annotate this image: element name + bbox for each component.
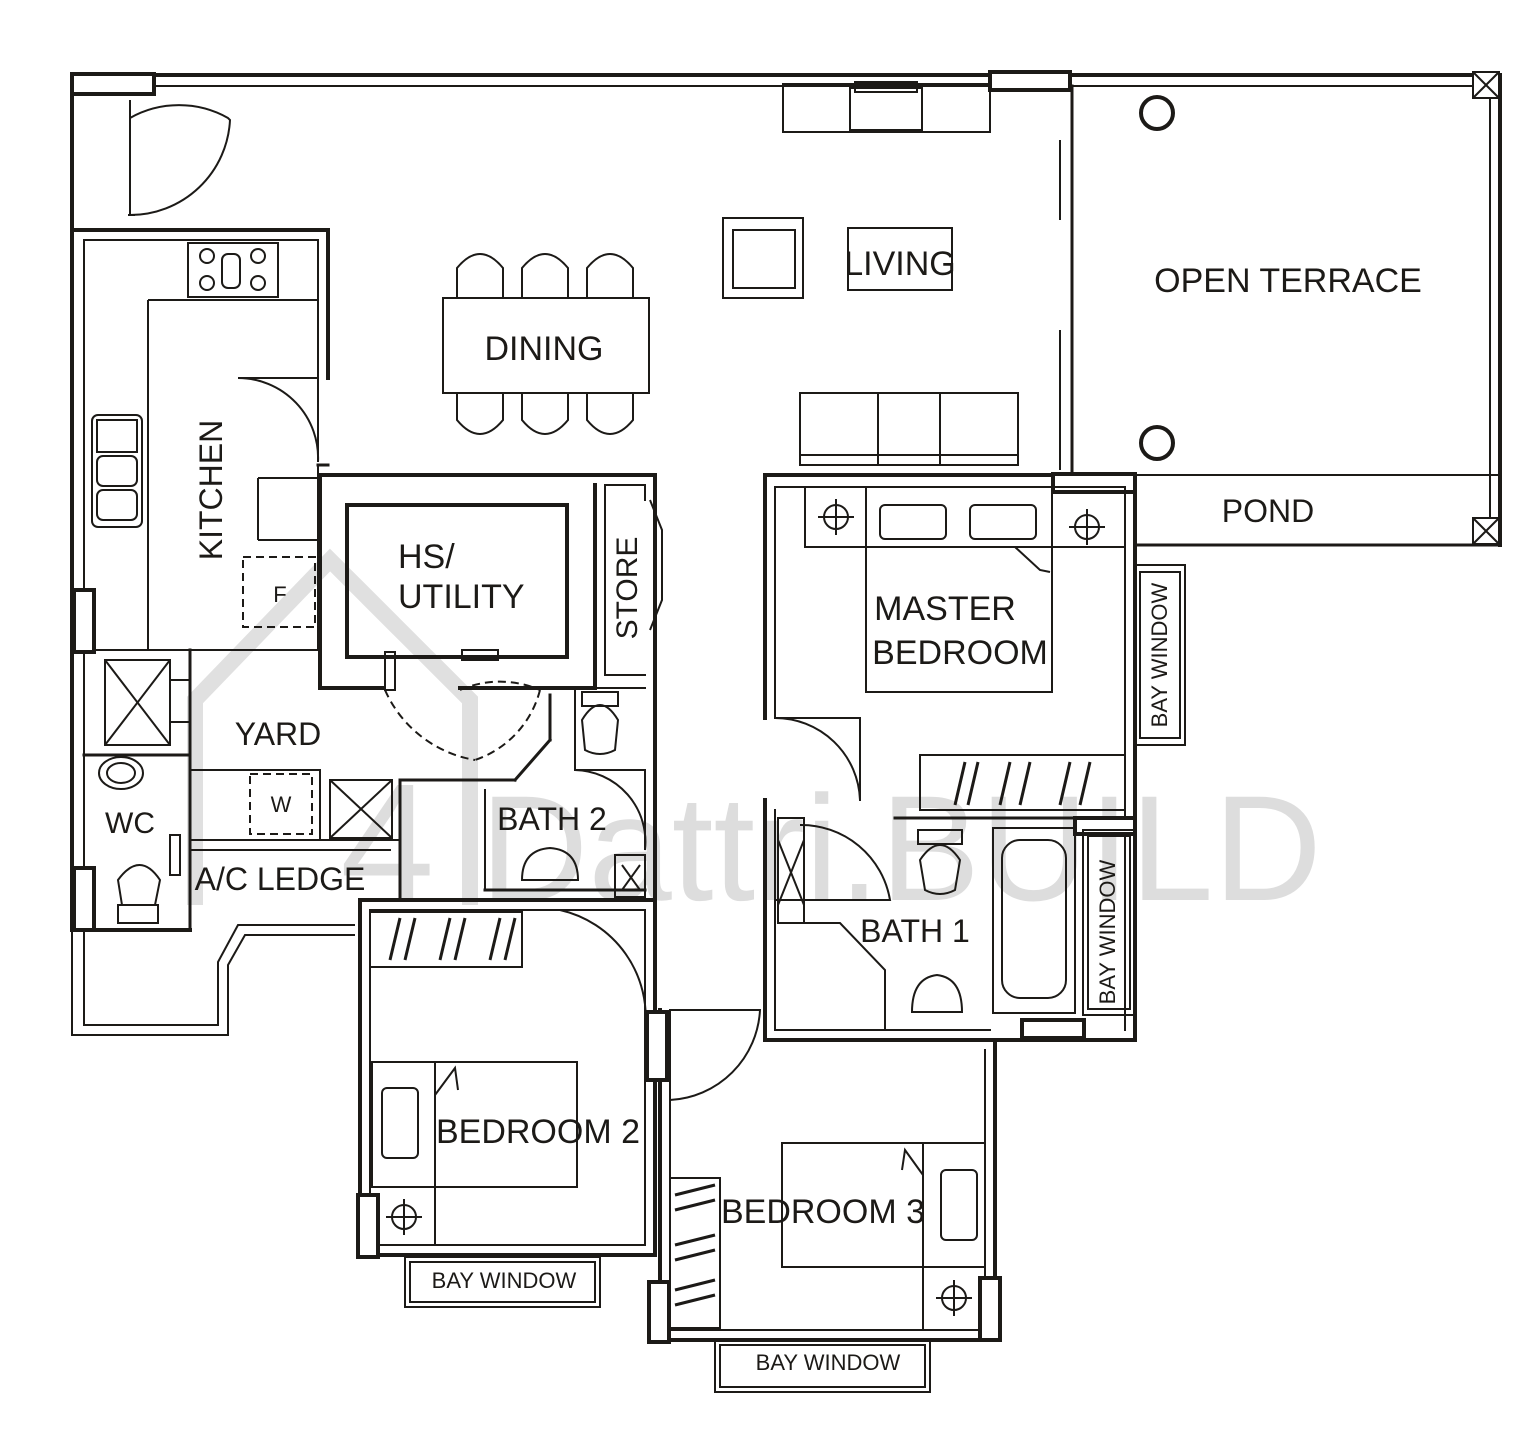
door-swings	[128, 94, 892, 1101]
bedroom2-furniture	[369, 911, 578, 1245]
bath1-fixtures	[777, 817, 1076, 1030]
bath2-fixtures	[520, 691, 646, 898]
label-dining: DINING	[485, 330, 604, 368]
label-hs-line2: UTILITY	[398, 578, 525, 616]
label-pond: POND	[1222, 493, 1314, 529]
yard-fixtures	[98, 659, 393, 924]
label-yard: YARD	[235, 716, 322, 752]
label-ac-ledge: A/C LEDGE	[195, 861, 366, 897]
bedroom3-furniture	[669, 1142, 986, 1330]
living-furniture	[722, 81, 1019, 466]
label-bay-window-bath1: BAY WINDOW	[1095, 859, 1120, 1004]
label-bay-window-bed3: BAY WINDOW	[756, 1350, 901, 1375]
label-master-line1: MASTER	[874, 590, 1016, 628]
label-master-line2: BEDROOM	[872, 634, 1048, 672]
label-washer-mark: W	[271, 792, 292, 817]
terrace-corner-posts	[1139, 71, 1500, 545]
store-folding-door	[649, 499, 663, 631]
label-living: LIVING	[844, 245, 955, 283]
label-bay-window-bed2: BAY WINDOW	[432, 1268, 577, 1293]
label-bath1: BATH 1	[860, 913, 970, 949]
label-hs-line1: HS/	[398, 538, 455, 576]
label-store: STORE	[611, 537, 644, 640]
kitchen-fixtures	[91, 242, 316, 628]
label-open-terrace: OPEN TERRACE	[1154, 262, 1422, 300]
label-fridge-mark: F	[273, 582, 286, 607]
bay-window-frames	[404, 564, 1186, 1393]
watermark-text: Dattri.BUILD	[480, 764, 1322, 932]
label-wc: WC	[105, 807, 155, 840]
utility-fixtures	[345, 503, 569, 659]
label-bay-window-master: BAY WINDOW	[1147, 582, 1172, 727]
watermark-house-logo	[187, 548, 478, 905]
label-bath2: BATH 2	[497, 801, 607, 837]
label-bedroom3: BEDROOM 3	[721, 1193, 925, 1231]
room-labels: OPEN TERRACE LIVING DINING KITCHEN HS/ U…	[105, 245, 1422, 1375]
label-kitchen: KITCHEN	[193, 420, 229, 560]
master-bedroom-furniture	[804, 486, 1126, 811]
dining-furniture	[442, 253, 650, 435]
watermark: 4 Dattri.BUILD	[187, 548, 1322, 939]
label-bedroom2: BEDROOM 2	[436, 1113, 640, 1151]
